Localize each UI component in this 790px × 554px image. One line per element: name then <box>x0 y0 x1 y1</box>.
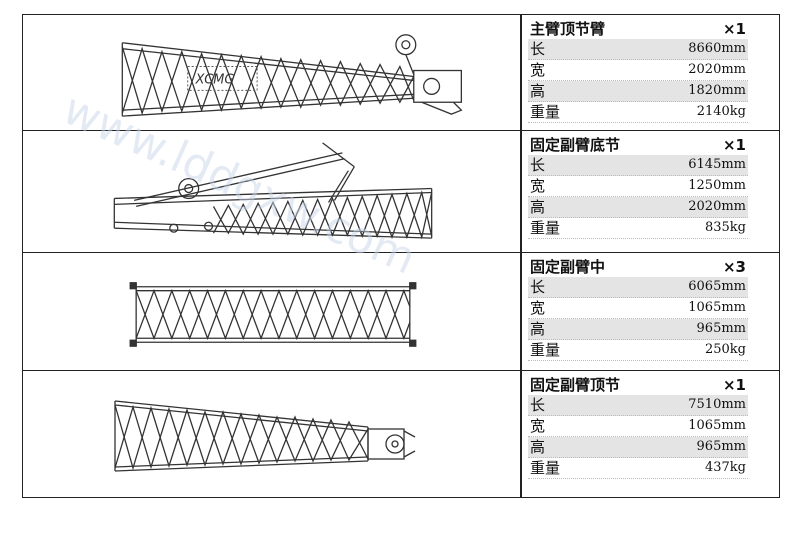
spec-label: 长 <box>530 40 546 58</box>
section-name: 固定副臂顶节 <box>530 376 621 394</box>
section-name: 固定副臂中 <box>530 258 606 276</box>
spec-row: 重量 250kg <box>528 340 748 361</box>
spec-label: 高 <box>530 82 546 100</box>
spec-row: 高 1820mm <box>528 81 748 102</box>
spec-table: 固定副臂底节 ×1 长 6145mm 宽 1250mm 高 2020mm 重量 835kg <box>528 135 748 239</box>
spec-label: 重量 <box>530 459 561 477</box>
section-name: 主臂顶节臂 <box>530 20 606 38</box>
spec-value: 965mm <box>696 439 746 454</box>
spec-label: 高 <box>530 438 546 456</box>
section-row: 固定副臂底节 ×1 长 6145mm 宽 1250mm 高 2020mm 重量 835kg <box>23 131 779 253</box>
quantity: ×1 <box>722 20 746 38</box>
section-row: 固定副臂中 ×3 长 6065mm 宽 1065mm 高 965mm 重量 250kg <box>23 253 779 371</box>
spec-label: 长 <box>530 396 546 414</box>
spec-value: 2020mm <box>688 62 746 77</box>
spec-value: 250kg <box>704 342 746 357</box>
spec-value: 965mm <box>696 321 746 336</box>
spec-row: 宽 1065mm <box>528 298 748 319</box>
spec-table: 固定副臂顶节 ×1 长 7510mm 宽 1065mm 高 965mm 重量 437kg <box>528 375 748 479</box>
spec-sheet: XCMG 主臂顶节臂 ×1 长 8660mm 宽 2020mm 高 1820mm 重量 2140k… <box>22 14 780 498</box>
spec-value: 437kg <box>704 460 746 475</box>
divider <box>520 253 522 370</box>
jib-middle-drawing <box>129 282 417 347</box>
jib-base-drawing <box>113 142 433 240</box>
spec-value: 6145mm <box>688 157 746 172</box>
spec-row: 高 2020mm <box>528 197 748 218</box>
spec-label: 重量 <box>530 103 561 121</box>
divider <box>520 131 522 252</box>
spec-label: 重量 <box>530 219 561 237</box>
spec-label: 宽 <box>530 417 546 435</box>
spec-value: 1250mm <box>688 178 746 193</box>
section-title: 固定副臂中 ×3 <box>528 257 748 277</box>
spec-table: 主臂顶节臂 ×1 长 8660mm 宽 2020mm 高 1820mm 重量 2140kg <box>528 19 748 123</box>
section-title: 固定副臂底节 ×1 <box>528 135 748 155</box>
divider <box>520 371 522 497</box>
spec-row: 重量 437kg <box>528 458 748 479</box>
spec-label: 宽 <box>530 177 546 195</box>
quantity: ×1 <box>722 376 746 394</box>
section-row: 固定副臂顶节 ×1 长 7510mm 宽 1065mm 高 965mm 重量 437kg <box>23 371 779 497</box>
spec-value: 835kg <box>704 220 746 235</box>
section-title: 固定副臂顶节 ×1 <box>528 375 748 395</box>
spec-row: 长 8660mm <box>528 39 748 60</box>
spec-label: 宽 <box>530 299 546 317</box>
spec-value: 1065mm <box>688 300 746 315</box>
spec-row: 高 965mm <box>528 319 748 340</box>
spec-value: 1820mm <box>688 83 746 98</box>
spec-row: 宽 1065mm <box>528 416 748 437</box>
main-boom-top-drawing: XCMG <box>121 34 463 117</box>
spec-table: 固定副臂中 ×3 长 6065mm 宽 1065mm 高 965mm 重量 250kg <box>528 257 748 361</box>
spec-label: 重量 <box>530 341 561 359</box>
spec-label: 高 <box>530 198 546 216</box>
spec-row: 长 7510mm <box>528 395 748 416</box>
spec-value: 2140kg <box>696 104 746 119</box>
spec-label: 宽 <box>530 61 546 79</box>
spec-row: 重量 835kg <box>528 218 748 239</box>
quantity: ×1 <box>722 136 746 154</box>
spec-row: 高 965mm <box>528 437 748 458</box>
section-name: 固定副臂底节 <box>530 136 621 154</box>
spec-row: 宽 1250mm <box>528 176 748 197</box>
jib-top-drawing <box>114 400 416 472</box>
spec-label: 长 <box>530 156 546 174</box>
spec-value: 1065mm <box>688 418 746 433</box>
logo-text: XCMG <box>195 72 235 87</box>
section-title: 主臂顶节臂 ×1 <box>528 19 748 39</box>
spec-value: 2020mm <box>688 199 746 214</box>
spec-value: 8660mm <box>688 41 746 56</box>
spec-value: 7510mm <box>688 397 746 412</box>
spec-label: 高 <box>530 320 546 338</box>
spec-row: 宽 2020mm <box>528 60 748 81</box>
divider <box>520 15 522 130</box>
spec-label: 长 <box>530 278 546 296</box>
quantity: ×3 <box>722 258 746 276</box>
spec-row: 长 6065mm <box>528 277 748 298</box>
spec-value: 6065mm <box>688 279 746 294</box>
spec-row: 重量 2140kg <box>528 102 748 123</box>
logo-plate <box>187 66 258 91</box>
section-row: XCMG 主臂顶节臂 ×1 长 8660mm 宽 2020mm 高 1820mm 重量 2140k… <box>23 15 779 131</box>
spec-row: 长 6145mm <box>528 155 748 176</box>
